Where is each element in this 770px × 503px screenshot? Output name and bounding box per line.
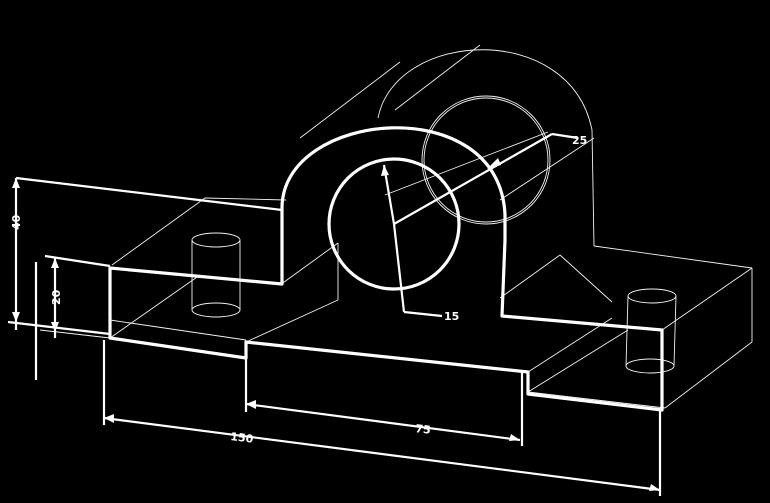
front-profile: [108, 126, 664, 412]
dim-label-slot-width: 75: [415, 422, 432, 437]
bolt-hole-right: [625, 288, 677, 374]
bolt-hole-left: [191, 232, 241, 318]
dim-label-total-length: 150: [230, 430, 255, 446]
dim-label-base-height: 20: [50, 289, 63, 305]
dimension-arrowheads: [12, 158, 660, 491]
dim-label-outer-radius: 25: [572, 134, 587, 147]
dimension-lines: [7, 132, 662, 496]
dim-label-bore-radius: 15: [444, 310, 459, 323]
wireframe-back: [39, 44, 753, 409]
dim-label-total-height: 40: [10, 214, 23, 230]
